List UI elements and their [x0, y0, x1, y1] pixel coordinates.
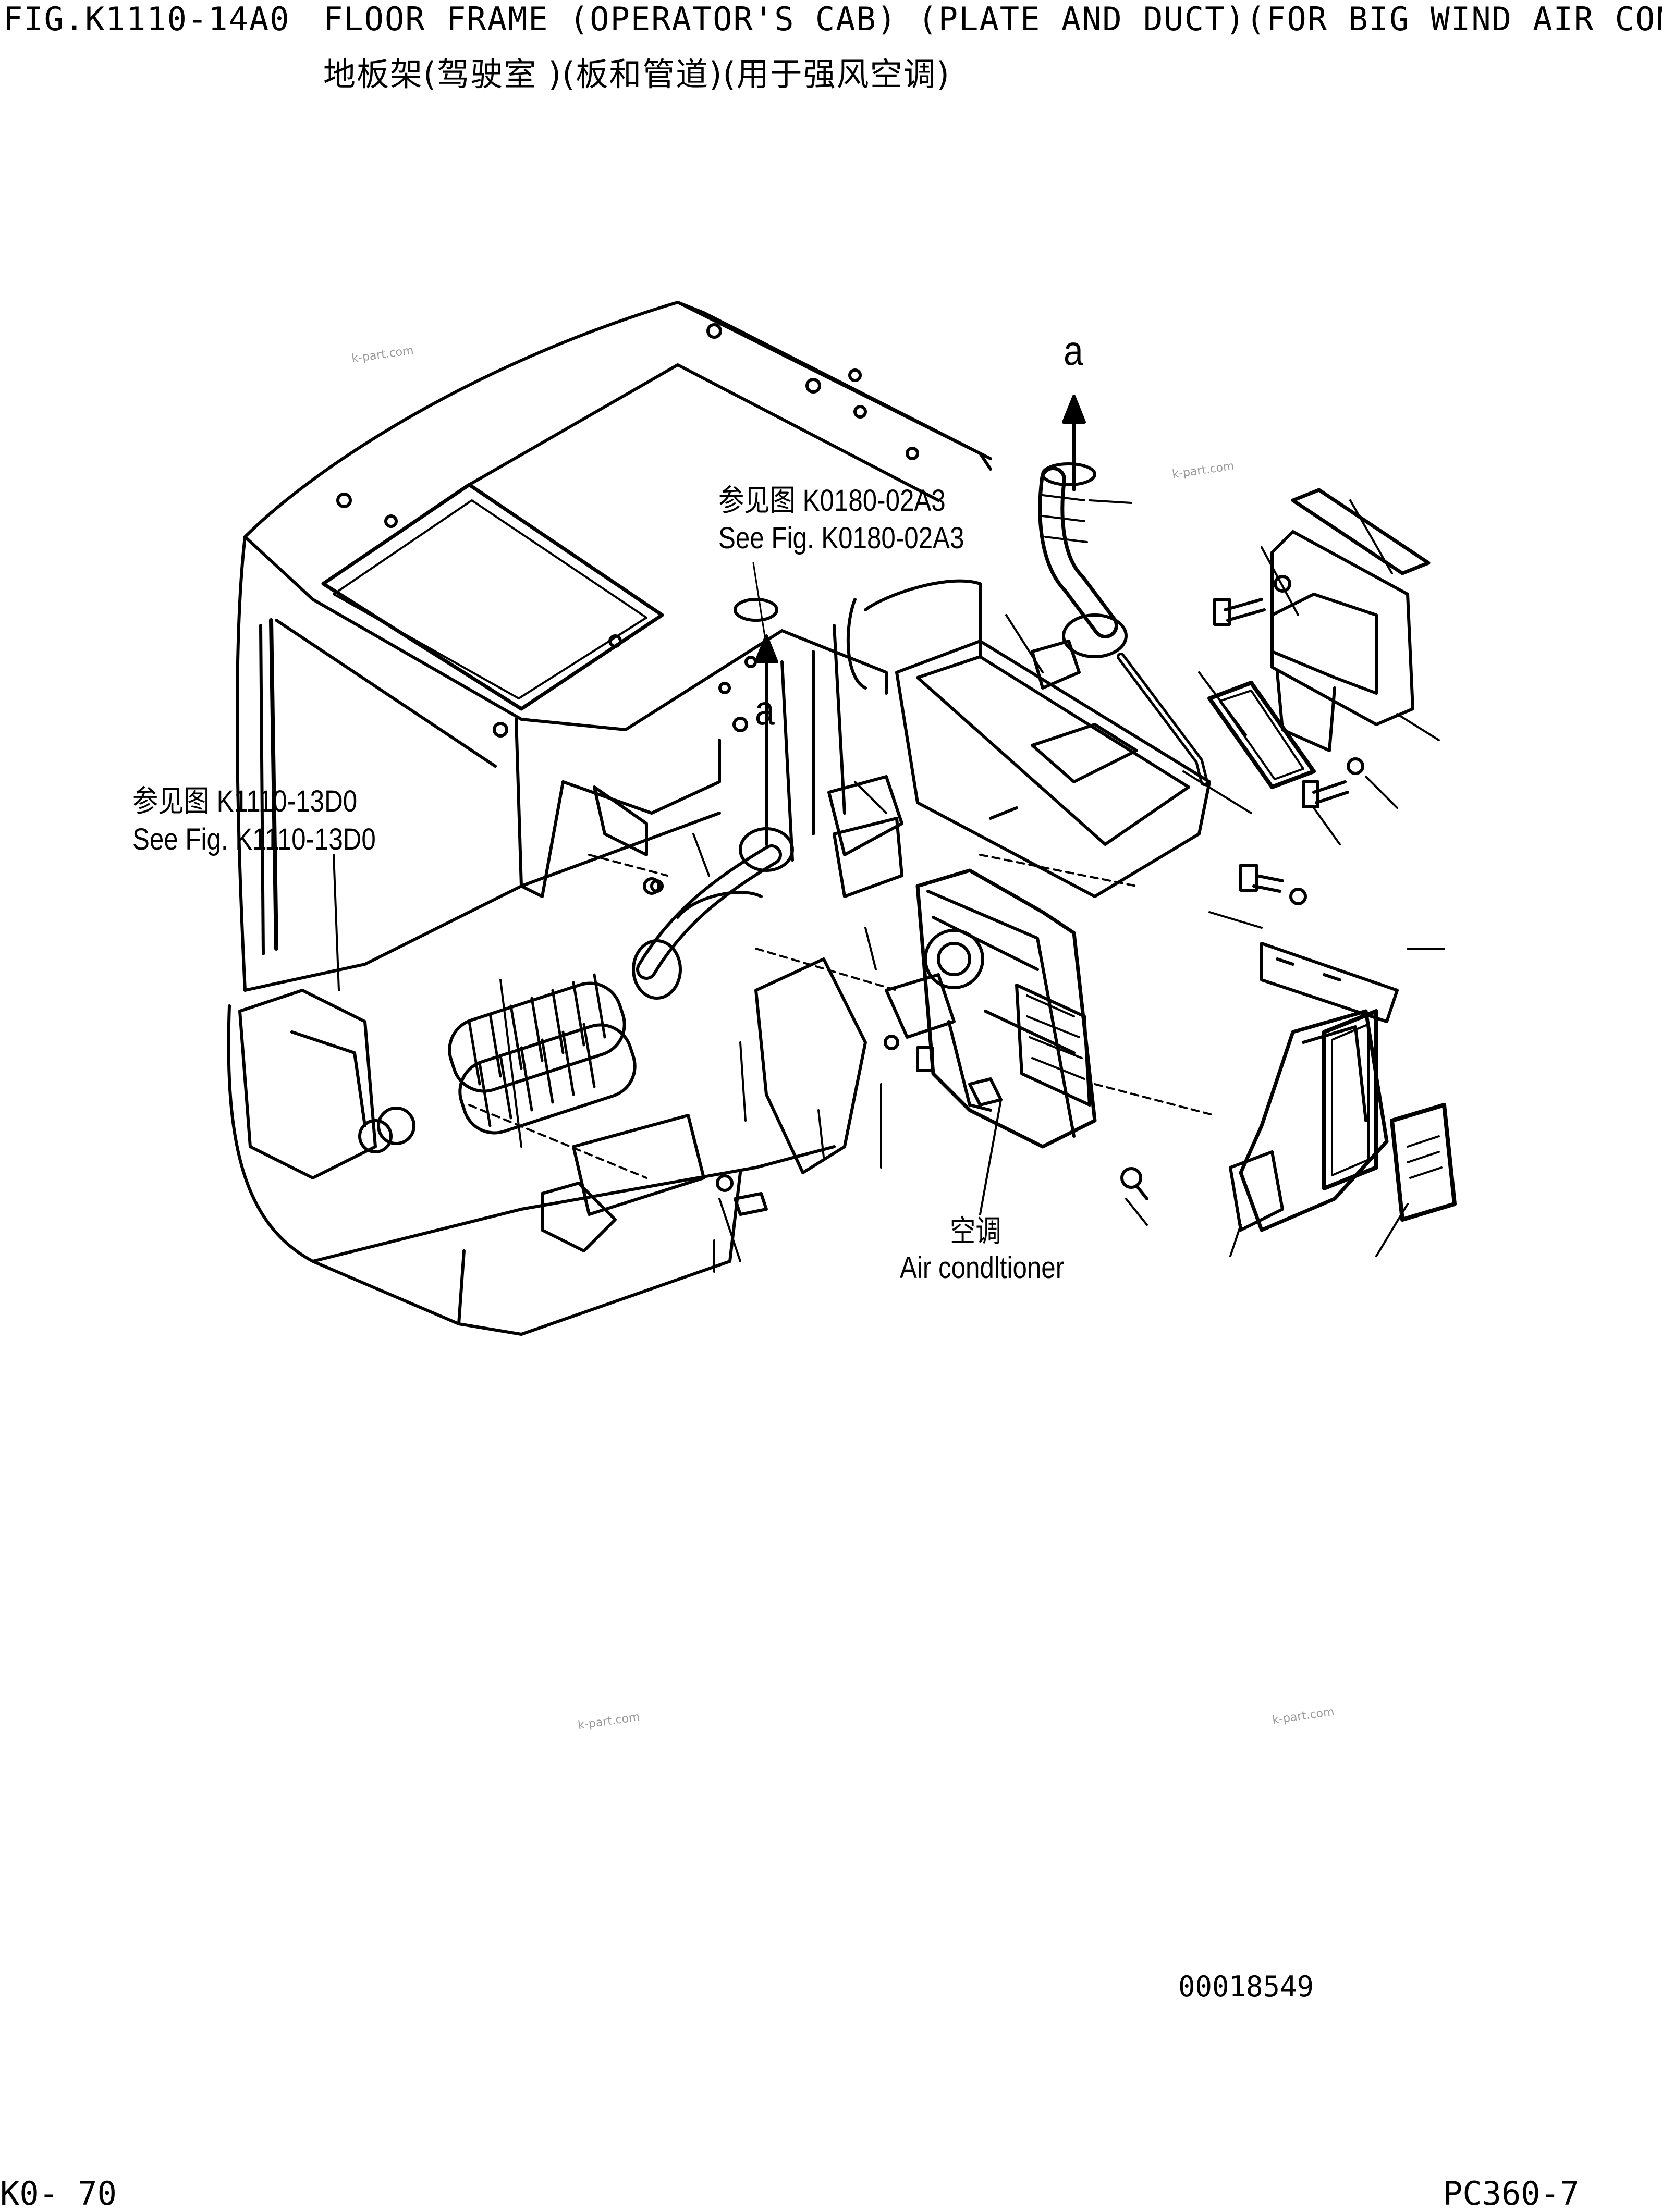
ref-left-chinese: 参见图 K1110-13D0	[132, 784, 358, 818]
ref-top-chinese: 参见图 K0180-02A3	[718, 484, 946, 518]
figure-id: FIG.K1110-14A0	[3, 0, 290, 38]
ac-label-chinese: 空调	[950, 1214, 1001, 1248]
leader-lines	[333, 499, 1445, 1273]
air-conditioner-unit	[884, 868, 1399, 1149]
ref-left-english: See Fig. K1110-13D0	[132, 822, 376, 856]
flexible-hose-left	[448, 973, 637, 1135]
arrow-label-middle: a	[755, 687, 775, 733]
lower-duct-filter	[1120, 1009, 1457, 1232]
cab-frame	[227, 301, 992, 1336]
model-number: PC360-7	[1443, 2174, 1580, 2212]
drawing-number: 00018549	[1178, 1970, 1314, 2003]
ac-label-english: Air condltioner	[900, 1251, 1065, 1285]
left-duct-assembly	[238, 775, 903, 1252]
filter-housing-upper	[1207, 488, 1431, 905]
title-english: FLOOR FRAME (OPERATOR'S CAB) (PLATE AND …	[323, 0, 1662, 38]
arrow-label-top: a	[1064, 327, 1083, 374]
arrow-a-middle	[752, 562, 778, 846]
elbow-hose	[632, 827, 794, 1000]
upper-duct-assembly	[895, 395, 1211, 898]
ref-top-english: See Fig. K0180-02A3	[718, 521, 964, 555]
page-number: K0- 70	[0, 2174, 117, 2212]
title-chinese: 地板架(驾驶室 )(板和管道)(用于强风空调)	[323, 55, 950, 93]
